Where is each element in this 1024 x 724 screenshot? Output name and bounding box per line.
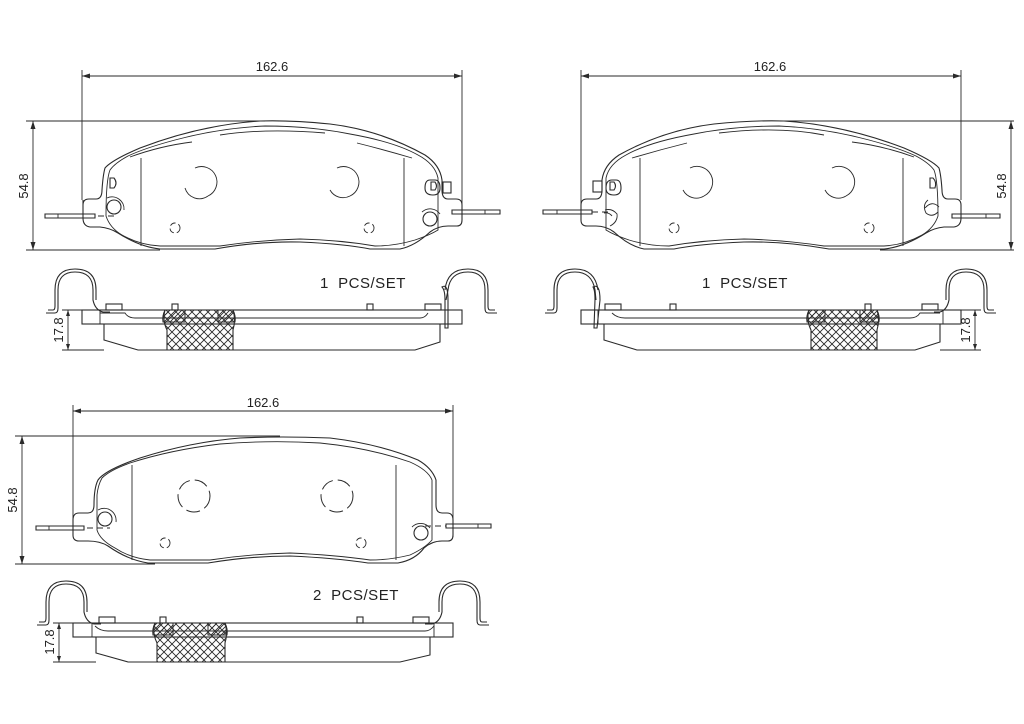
pad-3-thickness-dimension: 17.8 [42,629,57,654]
pad-1-height-dimension: 54.8 [16,173,31,198]
pad-3-height-dimension: 54.8 [5,487,20,512]
pad-1-thickness-dimension: 17.8 [51,317,66,342]
pad-1-width-dimension: 162.6 [256,59,289,74]
pad-3-front-view: 162.6 54.8 [5,395,492,565]
pad-2-thickness-dimension: 17.8 [958,317,973,342]
pad-2-front-view: 162.6 54.8 [542,59,1014,251]
pad-3-width-dimension: 162.6 [247,395,280,410]
pad-1-quantity-label: 1 PCS/SET [320,275,406,292]
pad-2-width-dimension: 162.6 [754,59,787,74]
pad-3-quantity-label: 2 PCS/SET [313,587,399,604]
pad-1-side-view: 17.8 1 PCS/SET [46,268,497,351]
pad-2-quantity-label: 1 PCS/SET [702,275,788,292]
pad-1-front-view: 162.6 54.8 [16,59,501,251]
pad-3-side-view: 17.8 2 PCS/SET [37,580,489,663]
pad-2-height-dimension: 54.8 [994,173,1009,198]
pad-2-side-view: 17.8 1 PCS/SET [545,268,996,351]
